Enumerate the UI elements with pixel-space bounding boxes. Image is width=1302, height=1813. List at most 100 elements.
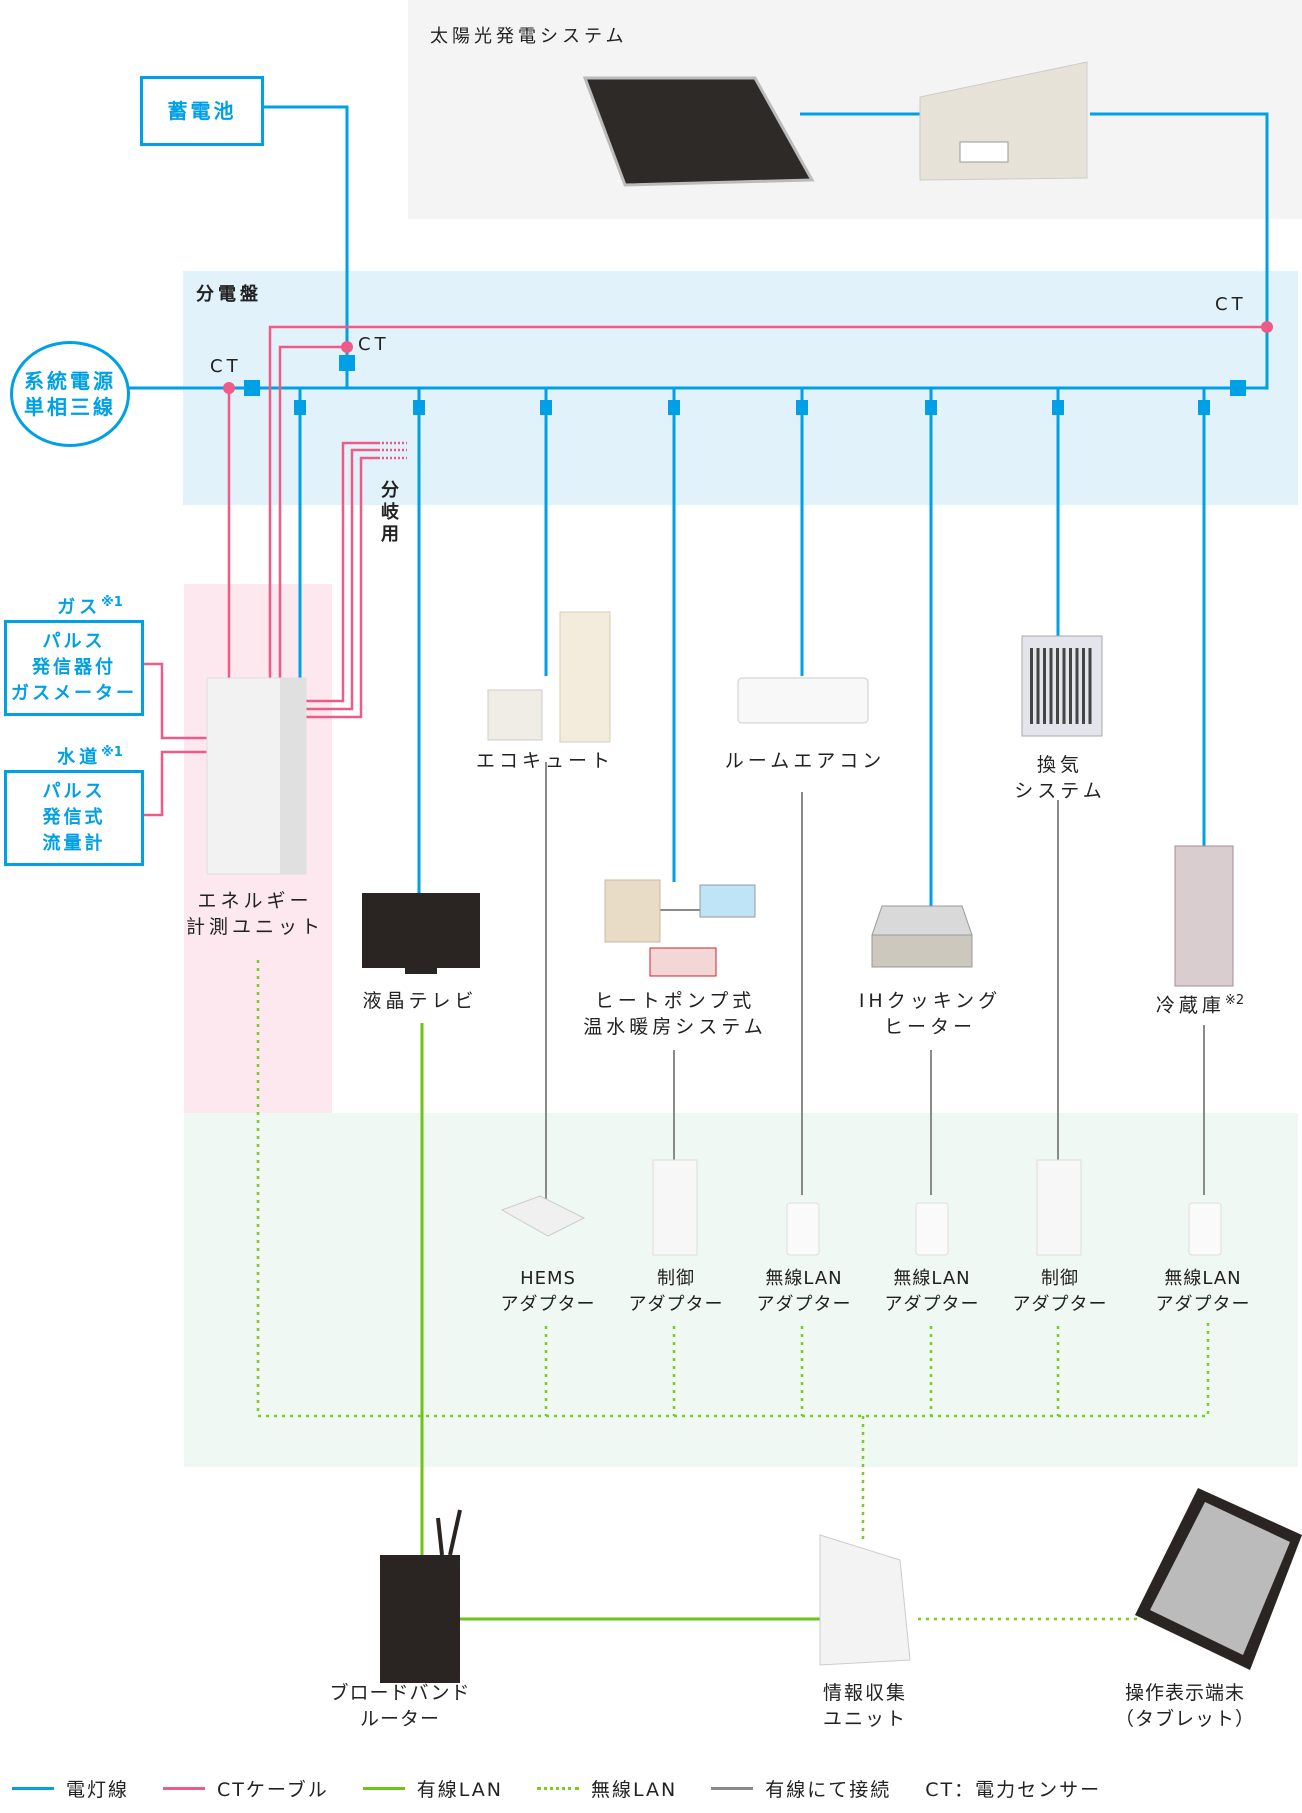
control-adapter-icon-2 [1036, 1159, 1082, 1256]
energy-unit-side [280, 678, 306, 874]
ecocute-heatpump-icon [487, 689, 543, 741]
ih-heater-label: IHクッキング ヒーター [858, 990, 1002, 1038]
heatpump-remote-icon [699, 884, 756, 918]
legend-item-wired-lan: 有線LAN [362, 1775, 503, 1802]
legend-item-power-line: 電灯線 [12, 1775, 129, 1802]
ventilation-slat [1056, 648, 1059, 724]
ventilation-label: 換気 システム [1014, 754, 1106, 802]
wireless-lan-lines [256, 960, 1210, 1621]
tablet-screen [1150, 1502, 1290, 1655]
power-lines [124, 105, 1269, 906]
drop-aircon-breaker [796, 400, 808, 415]
drop-fridge-breaker [1198, 400, 1210, 415]
legend-item-ct-definition: CT：電力センサー [925, 1778, 1102, 1801]
gas-meter-box: パルス 発信器付 ガスメーター [4, 620, 144, 716]
ventilation-slat [1082, 648, 1085, 724]
ecocute-label: エコキュート [475, 750, 614, 772]
ventilation-slat [1075, 648, 1079, 724]
device-illustrations [206, 61, 1302, 1683]
ih-heater-top-icon [871, 905, 973, 936]
adapter-zone [184, 1113, 1298, 1467]
solar-breaker [1230, 380, 1246, 396]
ct-cables [138, 325, 1267, 817]
ct-branch-2 [306, 448, 378, 711]
energy-unit-label: エネルギー 計測ユニット [185, 890, 324, 938]
grid-power-circle: 系統電源 単相三線 [10, 341, 130, 447]
router-icon [380, 1555, 460, 1683]
solar-system-title: 太陽光発電システム [430, 26, 628, 47]
router-label: ブロードバンド ルーター [329, 1682, 471, 1730]
adapter-label-wlan-1: 無線LAN アダプター [756, 1268, 852, 1315]
solar-panel-icon [582, 76, 815, 187]
collector-label: 情報収集 ユニット [822, 1682, 907, 1730]
markers [223, 321, 1273, 415]
legend-swatch [536, 1786, 579, 1790]
ih-heater-body-icon [871, 934, 973, 968]
main-bus-line [124, 112, 1269, 390]
fridge-icon [1174, 845, 1234, 987]
ct-cable-solar [268, 325, 1267, 678]
tv-icon [362, 893, 480, 968]
fridge-label: 冷蔵庫※2 [1155, 993, 1245, 1017]
ct-label-main: CT [210, 356, 242, 377]
drop-tv-breaker [413, 400, 425, 415]
battery-breaker [339, 355, 355, 371]
wired-connections [545, 762, 1205, 1210]
gas-meter-cable [138, 662, 207, 740]
main-breaker [244, 380, 260, 396]
ct-label-battery: CT [358, 334, 390, 355]
legend-swatch [163, 1786, 206, 1790]
legend-swatch [362, 1786, 405, 1790]
router-antenna-2 [448, 1509, 462, 1556]
aircon-label: ルームエアコン [724, 750, 886, 772]
wlan-adapter-icon-3 [1188, 1202, 1222, 1256]
control-adapter-icon-1 [652, 1159, 698, 1256]
ventilation-slat [1069, 648, 1072, 724]
branch-label: 分 岐 用 [381, 480, 399, 545]
legend-swatch [711, 1786, 754, 1790]
tv-label: 液晶テレビ [362, 990, 478, 1012]
legend-item-ct-cable: CTケーブル [163, 1775, 329, 1802]
adapter-label-wlan-2: 無線LAN アダプター [884, 1268, 980, 1315]
heatpump-unit-icon [604, 879, 661, 943]
water-heading: 水道※1 [57, 745, 123, 768]
wired-lan-lines [420, 1023, 820, 1621]
adapter-label-control-2: 制御 アダプター [1012, 1268, 1108, 1315]
tv-stand [405, 968, 437, 974]
ventilation-slat [1036, 648, 1040, 724]
info-collector-icon [819, 1534, 911, 1666]
ventilation-slat [1062, 648, 1066, 724]
heatpump-label: ヒートポンプ式 温水暖房システム [583, 990, 767, 1038]
ventilation-slat [1049, 648, 1053, 724]
solar-system-zone [408, 0, 1302, 219]
ecocute-tank-icon [559, 611, 611, 743]
battery-box: 蓄電池 [140, 76, 264, 146]
aircon-icon [737, 677, 869, 724]
ct-sensor-dot-1 [223, 382, 235, 394]
adapter-label-wlan-3: 無線LAN アダプター [1155, 1268, 1251, 1315]
battery-line [258, 105, 349, 388]
drop-energy-unit-breaker [294, 400, 306, 415]
legend-swatch [12, 1786, 54, 1790]
adapter-label-hems: HEMS アダプター [500, 1268, 596, 1315]
ventilation-slat [1030, 648, 1033, 724]
drop-heatpump-breaker [668, 400, 680, 415]
ventilation-slat [1043, 648, 1046, 724]
drop-ecocute-breaker [540, 400, 552, 415]
ct-sensor-dot-3 [1261, 321, 1273, 333]
floor-heating-icon [649, 947, 717, 977]
gas-heading: ガス※1 [57, 595, 123, 618]
legend-item-wireless-lan: 無線LAN [536, 1775, 677, 1802]
drop-ventilation-breaker [1052, 400, 1064, 415]
hems-adapter-icon [500, 1195, 586, 1237]
legend: 電灯線 CTケーブル 有線LAN 無線LAN 有線にて接続 CT：電力センサー [0, 1770, 1302, 1806]
ct-branch-1 [306, 441, 378, 703]
wlan-bus [256, 960, 1210, 1418]
adapter-label-control-1: 制御 アダプター [628, 1268, 724, 1315]
water-meter-cable [138, 750, 207, 817]
wlan-adapter-icon-2 [915, 1202, 949, 1256]
ct-sensor-dot-2 [341, 341, 353, 353]
power-conditioner-display [959, 141, 1009, 163]
ct-branch-3 [306, 456, 378, 719]
drop-ih-breaker [925, 400, 937, 415]
